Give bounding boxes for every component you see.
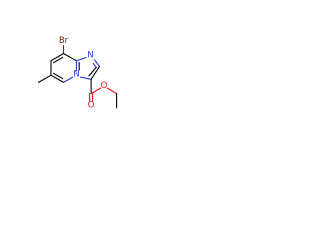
c6-c5-bond (50, 74, 65, 83)
bromine-atom-label: Br (59, 36, 69, 46)
carbonyl-oxygen-label: O (88, 101, 95, 111)
c6-methyl-bond (37, 74, 52, 83)
carbonyl-ester-oxygen-bond (90, 87, 102, 95)
n1-c2-inner-bond (92, 62, 98, 69)
n1-c2-bond (93, 59, 101, 68)
imidazole-ring-bonds (75, 57, 101, 80)
imidazole-nitrogen-label: N (87, 51, 93, 61)
c3-n4-bond (79, 76, 92, 80)
ester-oxygen-ethyl-bond (106, 87, 118, 95)
c2-c3-bond (90, 65, 101, 80)
c8a-n1-bond (75, 57, 87, 62)
c8-c7-bond (50, 52, 65, 62)
bridgehead-nitrogen-label: N (73, 70, 79, 80)
c5-n4-bond (62, 76, 74, 83)
c6-c5-inner-bond (53, 72, 64, 80)
c8-c8a-bond (62, 52, 78, 62)
ester-bonds (89, 78, 118, 109)
atom-labels: Br N N O O (59, 36, 108, 111)
ester-oxygen-label: O (101, 81, 108, 91)
pyridine-ring-bonds (37, 44, 80, 83)
c3-c3-inner-bond (88, 67, 97, 77)
c8-c7-inner-bond (53, 56, 64, 64)
structure-diagram: Br N N O O (37, 36, 118, 111)
